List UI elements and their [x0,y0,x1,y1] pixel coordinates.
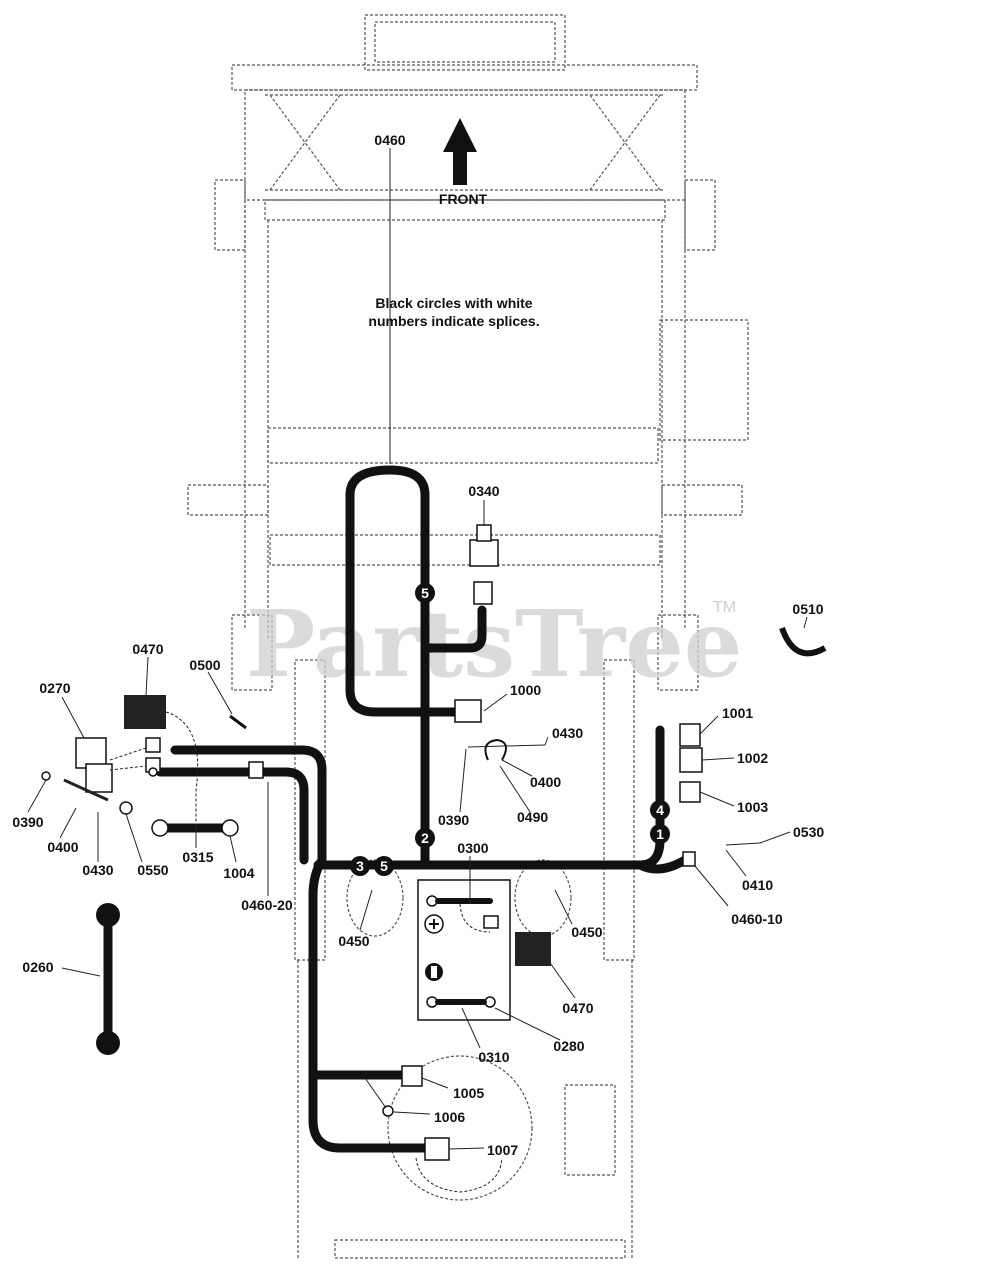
harness-components [41,524,827,1193]
svg-text:5: 5 [380,858,388,874]
splice-4: 4 [650,800,670,820]
label-1004: 1004 [223,865,254,881]
label-0460-20: 0460-20 [241,897,293,913]
svg-text:4: 4 [656,802,664,818]
label-0300: 0300 [457,840,488,856]
label-0390-left: 0390 [12,814,43,830]
label-0470-upper: 0470 [132,641,163,657]
label-0270: 0270 [39,680,70,696]
splice-markers: 5 2 3 5 4 1 [350,583,670,876]
front-arrow-icon [443,118,477,185]
watermark-tm: TM [713,599,736,616]
label-0550: 0550 [137,862,168,878]
splice-note-line2: numbers indicate splices. [368,313,539,329]
label-0490: 0490 [517,809,548,825]
label-0340: 0340 [468,483,499,499]
splice-2: 2 [415,828,435,848]
label-0500: 0500 [189,657,220,673]
svg-text:5: 5 [421,585,429,601]
label-1000: 1000 [510,682,541,698]
label-1005: 1005 [453,1085,484,1101]
part-labels: 0460 0340 0510 0470 0500 0270 1000 1001 … [12,132,824,1158]
label-0430-left: 0430 [82,862,113,878]
label-1001: 1001 [722,705,753,721]
label-0450-left: 0450 [338,933,369,949]
label-0450-right: 0450 [571,924,602,940]
label-0400-right: 0400 [530,774,561,790]
label-0280: 0280 [553,1038,584,1054]
label-1002: 1002 [737,750,768,766]
svg-text:3: 3 [356,858,364,874]
label-0400-left: 0400 [47,839,78,855]
splice-note-line1: Black circles with white [375,295,532,311]
label-0430-right: 0430 [552,725,583,741]
label-0510: 0510 [792,601,823,617]
wiring-harness [103,465,690,1153]
splice-5-bottom: 5 [374,856,394,876]
label-0460: 0460 [374,132,405,148]
label-0390-right: 0390 [438,812,469,828]
label-1007: 1007 [487,1142,518,1158]
splice-1: 1 [650,824,670,844]
front-label: FRONT [439,191,488,207]
label-0470-lower: 0470 [562,1000,593,1016]
label-1003: 1003 [737,799,768,815]
watermark: PartsTree [246,590,742,698]
label-0460-10: 0460-10 [731,911,783,927]
label-0260: 0260 [22,959,53,975]
leader-lines [27,148,808,1150]
label-0410: 0410 [742,877,773,893]
svg-text:1: 1 [656,826,664,842]
label-0310: 0310 [478,1049,509,1065]
splice-3: 3 [350,856,370,876]
label-1006: 1006 [434,1109,465,1125]
splice-5-top: 5 [415,583,435,603]
svg-text:2: 2 [421,830,429,846]
label-0315: 0315 [182,849,213,865]
label-0530: 0530 [793,824,824,840]
chassis-frame [187,14,749,1260]
